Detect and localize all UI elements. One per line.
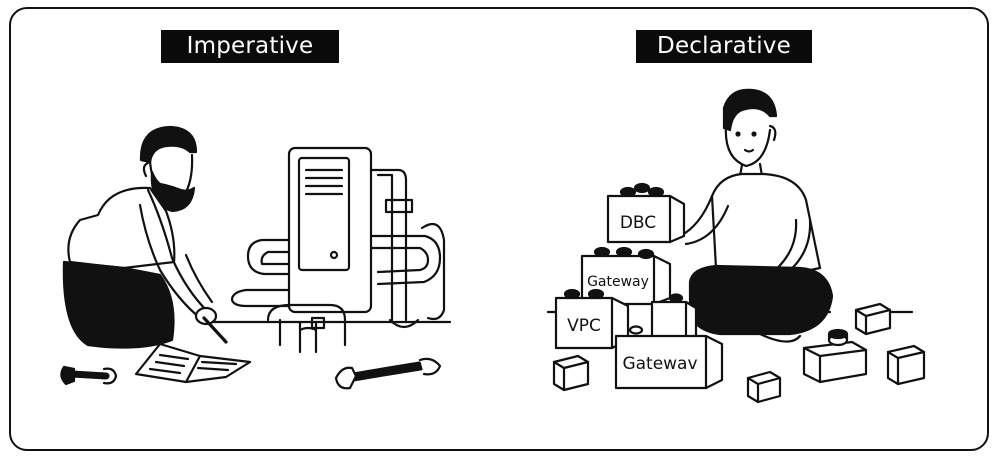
cube-1 [552,354,590,392]
block-dbc-label: DBC [620,213,656,233]
imperative-title: Imperative [161,30,339,63]
wrench-large-icon [334,357,442,390]
bearded-man-illustration [62,125,228,349]
cube-2 [746,370,782,404]
cube-4 [886,344,926,386]
block-gateway-top-label: Gateway [587,274,649,290]
block-stud-right [802,328,868,384]
block-gateway-bottom [614,325,724,390]
declarative-title: Declarative [636,30,812,63]
tangled-machine-illustration [230,146,446,354]
cube-3 [854,302,892,336]
block-dbc [606,182,686,244]
calm-man-illustration [670,88,834,343]
wrench-small-icon [60,365,118,386]
block-vpc [554,288,630,350]
building-blocks-stack [554,182,724,390]
block-gateway-bottom-label: Gatewav [622,354,697,374]
block-vpc-label: VPC [567,316,601,336]
loose-cubes [552,302,926,404]
manual-booklet-illustration [134,342,252,384]
